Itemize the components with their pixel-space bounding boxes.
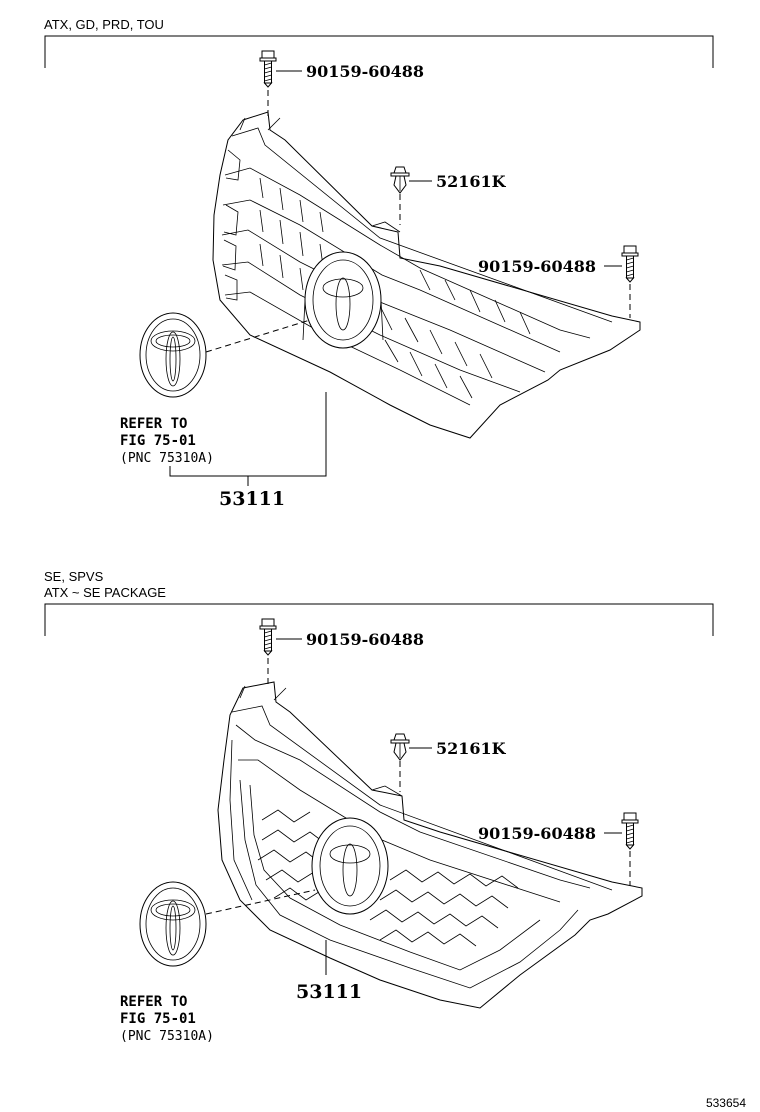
section-2-grille xyxy=(217,681,643,1009)
section-2-ref-line3: (PNC 75310A) xyxy=(120,1029,214,1044)
diagram-code: 533654 xyxy=(706,1096,746,1110)
section-2-bolt-right-icon xyxy=(621,812,639,850)
section-1-grille-label: 53111 xyxy=(219,488,285,510)
section-2-bolt-top-icon xyxy=(259,618,277,656)
section-2-grille-label: 53111 xyxy=(296,981,362,1003)
section-1-grille xyxy=(212,111,641,439)
section-2-header-line1: SE, SPVS xyxy=(44,569,104,584)
section-1-emblem-icon xyxy=(139,312,207,398)
section-1: ATX, GD, PRD, TOU xyxy=(44,17,714,510)
section-1-ref-line3: (PNC 75310A) xyxy=(120,451,214,466)
section-2-ref-line1: REFER TO xyxy=(120,994,187,1010)
section-2-bolt-top-label: 90159-60488 xyxy=(306,630,424,649)
section-2-ref-line2: FIG 75-01 xyxy=(120,1011,196,1027)
section-2-emblem-icon xyxy=(139,881,207,967)
section-2-clip-icon xyxy=(390,733,410,761)
section-2-header-line2: ATX ~ SE PACKAGE xyxy=(44,585,166,600)
section-2: SE, SPVS ATX ~ SE PACKAGE xyxy=(44,569,714,1044)
section-2-clip-label: 52161K xyxy=(436,739,507,758)
section-1-ref-line1: REFER TO xyxy=(120,416,187,432)
section-1-header: ATX, GD, PRD, TOU xyxy=(44,17,164,32)
section-1-bolt-right-label: 90159-60488 xyxy=(478,257,596,276)
section-2-bracket xyxy=(44,603,714,636)
section-1-bolt-top-label: 90159-60488 xyxy=(306,62,424,81)
section-1-clip-label: 52161K xyxy=(436,172,507,191)
section-1-bracket xyxy=(44,35,714,68)
section-2-bolt-right-label: 90159-60488 xyxy=(478,824,596,843)
section-1-clip-icon xyxy=(390,166,410,194)
section-1-bolt-top-icon xyxy=(259,50,277,88)
section-1-bolt-right-icon xyxy=(621,245,639,283)
section-1-ref-line2: FIG 75-01 xyxy=(120,433,196,449)
